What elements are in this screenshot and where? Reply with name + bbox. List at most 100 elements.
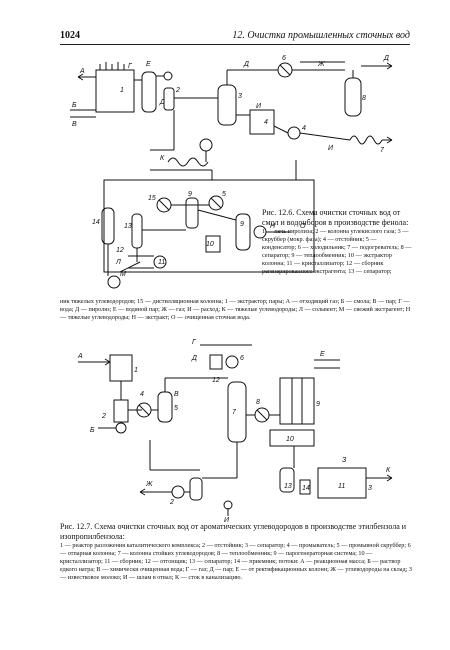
fig1-column-13 <box>132 214 142 248</box>
fig2-caption: Рис. 12.7. Схема очистки сточных вод от … <box>60 522 412 582</box>
page-number: 1024 <box>60 30 80 41</box>
fig2-collector-10 <box>270 430 314 446</box>
fig2-column-6 <box>228 382 246 442</box>
fig2-label-V: В <box>174 391 179 398</box>
fig1-caption: Рис. 12.6. Схема очистки сточных вод от … <box>262 208 412 276</box>
fig2-diagram <box>78 345 392 516</box>
fig2-separator-13 <box>280 468 294 492</box>
fig1-label-V: В <box>72 121 77 128</box>
fig1-label-J: И <box>328 145 334 152</box>
running-title: 12. Очистка промышленных сточных вод <box>232 30 410 41</box>
fig1-column-2 <box>164 88 174 110</box>
fig1-label-11: 11 <box>158 259 165 266</box>
fig2-label-2: 2 <box>101 413 106 420</box>
fig2-label-5: 5 <box>174 405 178 412</box>
fig1-vessel-11 <box>154 256 166 268</box>
fig2-label-K: К <box>386 467 391 474</box>
fig1-label-3: 3 <box>238 93 242 100</box>
fig2-label-12: 12 <box>212 377 220 384</box>
fig2-label-6: 6 <box>240 355 244 362</box>
fig1-scrubber <box>142 72 156 112</box>
fig2-box-6 <box>210 355 222 369</box>
fig2-tank-11 <box>318 468 366 498</box>
fig1-pump-2 <box>288 127 300 139</box>
fig2-label-A: А <box>77 353 83 360</box>
fig2-label-13: 13 <box>284 483 292 490</box>
fig1-caption-title: Рис. 12.6. Схема очистки сточных вод от … <box>262 208 409 227</box>
fig1-pump <box>200 139 212 151</box>
fig1-label-9: 9 <box>188 191 192 198</box>
fig1-tank-4 <box>250 110 274 134</box>
fig2-pump-1 <box>116 423 126 433</box>
fig1-regeneration-loop <box>104 180 314 272</box>
fig2-label-1: 1 <box>134 367 138 374</box>
fig2-washer-5 <box>158 392 172 422</box>
fig1-column-3 <box>218 85 236 125</box>
fig2-settler-2 <box>114 400 128 422</box>
fig1-label-1: 1 <box>120 87 124 94</box>
fig1-label-I: И <box>256 103 262 110</box>
fig1-label-A: А <box>79 68 85 75</box>
fig1-caption-continuation: ник тяжелых углеводородов; 15 — дистилля… <box>60 298 411 321</box>
page-header: 1024 12. Очистка промышленных сточных во… <box>60 30 410 46</box>
fig1-heat-exchanger-5 <box>209 196 223 210</box>
fig2-label-3: 3 <box>368 485 372 492</box>
fig1-label-D3: Д <box>159 99 165 106</box>
fig2-label-14: 14 <box>302 485 310 492</box>
fig1-label-13: 13 <box>124 223 132 230</box>
fig2-label-11: 11 <box>338 483 345 490</box>
fig1-label-4b: 4 <box>302 125 306 132</box>
fig2-label-G: Г <box>192 339 197 346</box>
fig1-pump-4 <box>108 276 120 288</box>
fig1-label-G: Г <box>128 63 133 70</box>
fig1-furnace <box>96 70 134 112</box>
fig2-label-7: 7 <box>232 409 237 416</box>
fig1-label-14: 14 <box>92 219 100 226</box>
fig1-label-K: К <box>160 155 165 162</box>
fig1-label-9b: 9 <box>240 221 244 228</box>
fig1-label-B: Б <box>72 102 77 109</box>
fig1-caption-body: 1 — печь пиролиза; 2 — колонна углекисло… <box>262 228 412 275</box>
fig1-label-L: Л <box>115 259 121 266</box>
fig1-label-2: 2 <box>175 87 180 94</box>
fig1-label-D2: Д <box>383 55 389 62</box>
fig1-label-O: О <box>300 223 306 230</box>
fig1-tank-10 <box>206 236 220 252</box>
fig1-column-9 <box>186 198 198 228</box>
fig2-column-7 <box>190 478 202 500</box>
fig2-label-Z: З <box>342 457 347 464</box>
fig2-vessel-12 <box>226 356 238 368</box>
fig2-label-I: И <box>224 517 230 524</box>
fig2-caption-title: Рис. 12.7. Схема очистки сточных вод от … <box>60 522 407 541</box>
fig2-label-9: 9 <box>316 401 320 408</box>
fig1-diagram <box>70 62 392 288</box>
fig2-pump-2 <box>172 486 184 498</box>
fig2-label-B: Б <box>90 427 95 434</box>
fig2-crystallizer <box>280 378 314 424</box>
fig1-label-6: 6 <box>282 55 286 62</box>
fig2-label-8: 8 <box>256 399 260 406</box>
fig1-column-9b <box>236 214 250 250</box>
fig2-label-D: Д <box>191 355 197 362</box>
fig1-label-Zh: Ж <box>317 61 325 68</box>
fig1-label-12: 12 <box>116 247 124 254</box>
fig1-label-10: 10 <box>206 241 214 248</box>
fig1-label-4: 4 <box>264 119 268 126</box>
fig1-label-M: М <box>120 271 126 278</box>
fig2-label-E: Е <box>320 351 325 358</box>
fig2-reactor-1 <box>110 355 132 381</box>
fig2-labels: А 1 2 Б 4 В 5 Г Д 6 12 7 8 Е 9 10 З 3 11… <box>77 339 391 524</box>
fig2-label-4: 4 <box>140 391 144 398</box>
fig1-label-E: Е <box>146 61 151 68</box>
fig1-label-7: 7 <box>380 147 385 154</box>
fig1-label-D: Д <box>243 61 249 68</box>
fig2-label-Zh: Ж <box>145 481 153 488</box>
fig2-label-10: 10 <box>286 436 294 443</box>
fig1-label-8: 8 <box>362 95 366 102</box>
fig2-receiver-14 <box>300 480 310 494</box>
fig1-separator-8 <box>345 78 361 116</box>
fig1-label-15: 15 <box>148 195 156 202</box>
fig1-label-N: Н <box>270 223 276 230</box>
fig2-sump <box>224 501 232 509</box>
